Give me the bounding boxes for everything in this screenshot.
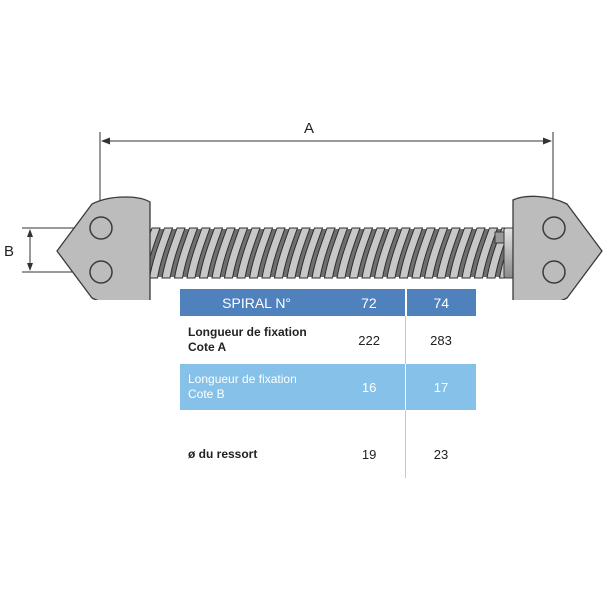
table-row: ø du ressort 19 23 xyxy=(180,430,476,478)
mounting-hole-top-left xyxy=(89,216,113,240)
spring-coil-turn xyxy=(161,227,186,279)
cell-value: 19 xyxy=(333,430,407,478)
spring-coil-turn xyxy=(436,227,461,279)
spring-coil-turn xyxy=(423,227,449,279)
spring-coil-turn xyxy=(311,227,336,279)
spring-coil-turn xyxy=(186,227,211,279)
mounting-hole-top-right xyxy=(542,216,566,240)
arrowhead-left-icon xyxy=(101,137,110,145)
right-end-cap xyxy=(512,195,603,300)
dimension-a: A xyxy=(99,120,554,212)
spec-table: SPIRAL N° 72 74 Longueur de fixation Cot… xyxy=(180,289,476,478)
spring-coil-turn xyxy=(448,227,474,279)
table-row: Longueur de fixation Cote A 222 283 xyxy=(180,316,476,364)
header-col-74: 74 xyxy=(405,289,476,316)
spring-diagram: A B xyxy=(4,120,603,300)
arrowhead-up-icon xyxy=(27,229,33,237)
header-col-72: 72 xyxy=(333,289,407,316)
cell-value: 16 xyxy=(333,364,407,410)
spring-coil-turn xyxy=(323,227,349,279)
header-label: SPIRAL N° xyxy=(180,289,334,316)
table-row: Longueur de fixation Cote B 16 17 xyxy=(180,364,476,410)
spring-coil-turn xyxy=(248,227,274,279)
spring-coil-turn xyxy=(273,227,299,279)
spring-coil-turn xyxy=(348,227,374,279)
spring-coil xyxy=(150,227,505,279)
spring-coil-turn xyxy=(211,227,236,279)
dimension-b-label: B xyxy=(4,243,14,260)
spring-coil-turn xyxy=(261,227,286,279)
row-label: ø du ressort xyxy=(188,446,258,461)
spring-coil-turn xyxy=(223,227,249,279)
spring-coil-turn xyxy=(298,227,324,279)
spring-coil-turn xyxy=(236,227,261,279)
table-spacer-row xyxy=(180,410,476,430)
arrowhead-down-icon xyxy=(27,263,33,271)
dimension-a-label: A xyxy=(304,120,314,137)
row-label-line1: Longueur de fixation xyxy=(188,325,307,339)
cell-value: 23 xyxy=(433,446,449,462)
spring-coil-turn xyxy=(173,227,199,279)
spring-coil-turn xyxy=(398,227,424,279)
left-end-cap xyxy=(56,196,151,300)
spring-coil-turn xyxy=(461,227,486,279)
cell-value: 283 xyxy=(430,332,452,348)
row-label-line2: Cote B xyxy=(188,387,225,401)
cell-value: 222 xyxy=(333,316,407,364)
spring-coil-turn xyxy=(198,227,224,279)
spring-coil-turn xyxy=(361,227,386,279)
spring-coil-turn xyxy=(386,227,411,279)
row-label: Longueur de fixation Cote B xyxy=(180,364,334,410)
arrowhead-right-icon xyxy=(543,137,552,145)
cell-value: 17 xyxy=(405,364,476,410)
mounting-hole-bottom-right xyxy=(542,260,566,284)
spring-coil-turn xyxy=(373,227,399,279)
spring-coil-turn xyxy=(336,227,361,279)
spring-coil-turn xyxy=(473,227,499,279)
row-label-line2: Cote A xyxy=(188,340,227,354)
row-label: Longueur de fixation Cote A xyxy=(180,316,333,364)
spring-coil-turn xyxy=(411,227,436,279)
row-label-line1: Longueur de fixation xyxy=(188,372,297,386)
spring-coil-turn xyxy=(286,227,311,279)
mounting-hole-bottom-left xyxy=(89,260,113,284)
spring-coil-turn xyxy=(150,227,161,259)
spring-coil-turn xyxy=(150,227,174,279)
table-header-row: SPIRAL N° 72 74 xyxy=(180,289,476,316)
